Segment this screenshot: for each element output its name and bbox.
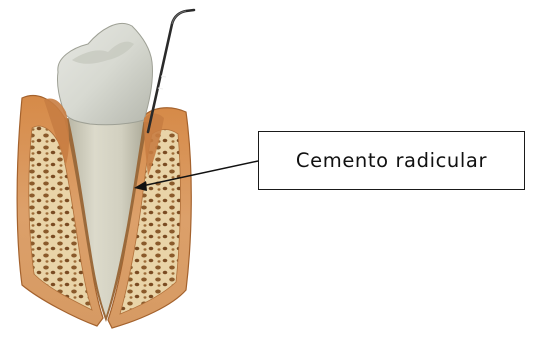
label-box: Cemento radicular [258, 131, 525, 190]
cementum-label: Cemento radicular [296, 149, 487, 172]
tooth-crown [57, 23, 152, 124]
